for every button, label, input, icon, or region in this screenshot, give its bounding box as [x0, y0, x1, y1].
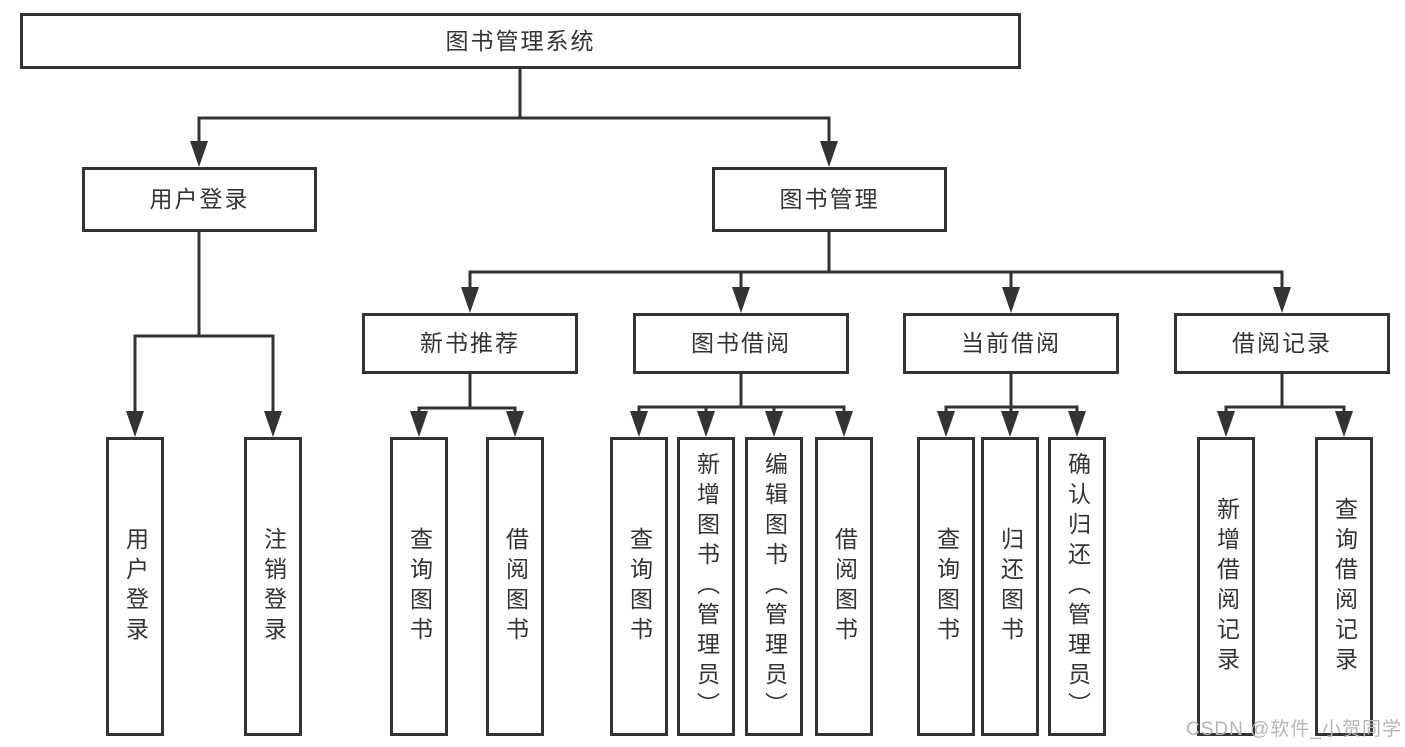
connector-current-borrowing-branch: [937, 374, 1086, 437]
leaf-current-query-books-label: 查询图书: [933, 526, 960, 647]
leaf-records-add-borrow-record-label: 新增借阅记录: [1213, 496, 1240, 677]
node-library-management-system: 图书管理系统: [20, 13, 1021, 69]
node-borrowing-records-label: 借阅记录: [1232, 330, 1332, 356]
leaf-borrowing-borrow-books: 借阅图书: [815, 437, 873, 736]
leaf-borrowing-add-books-admin-label: 新增图书（管理员）: [693, 451, 720, 722]
leaf-borrowing-edit-books-admin-label: 编辑图书（管理员）: [761, 451, 788, 722]
node-book-borrowing: 图书借阅: [633, 313, 849, 374]
leaf-current-return-books-label: 归还图书: [997, 526, 1024, 647]
leaf-current-confirm-return-admin-label: 确认归还（管理员）: [1064, 451, 1091, 722]
connector-borrowing-records-branch: [1217, 374, 1353, 437]
connector-root-to-level2: [190, 68, 838, 167]
node-new-book-recommend: 新书推荐: [362, 313, 578, 374]
leaf-records-query-borrow-record-label: 查询借阅记录: [1331, 496, 1358, 677]
leaf-borrowing-borrow-books-label: 借阅图书: [831, 526, 858, 647]
leaf-recommend-borrow-books: 借阅图书: [486, 437, 544, 736]
node-new-book-recommend-label: 新书推荐: [420, 330, 520, 356]
leaf-borrowing-add-books-admin: 新增图书（管理员）: [677, 437, 735, 736]
leaf-logout-label: 注销登录: [260, 526, 287, 647]
leaf-user-login: 用户登录: [106, 437, 164, 736]
leaf-borrowing-edit-books-admin: 编辑图书（管理员）: [745, 437, 803, 736]
connector-user-login-branch: [126, 232, 282, 437]
node-book-borrowing-label: 图书借阅: [691, 330, 791, 356]
node-user-login-label: 用户登录: [149, 186, 250, 212]
node-book-management-label: 图书管理: [779, 186, 880, 212]
leaf-user-login-label: 用户登录: [122, 526, 149, 647]
leaf-current-query-books: 查询图书: [917, 437, 975, 736]
leaf-borrowing-query-books: 查询图书: [610, 437, 668, 736]
node-book-management: 图书管理: [712, 167, 947, 232]
leaf-recommend-query-books: 查询图书: [390, 437, 448, 736]
leaf-borrowing-query-books-label: 查询图书: [626, 526, 653, 647]
leaf-recommend-borrow-books-label: 借阅图书: [502, 526, 529, 647]
connector-book-borrowing-branch: [630, 374, 853, 437]
node-user-login: 用户登录: [82, 167, 317, 232]
node-current-borrowing: 当前借阅: [903, 313, 1119, 374]
leaf-current-confirm-return-admin: 确认归还（管理员）: [1048, 437, 1106, 736]
connector-book-management-branch: [461, 232, 1291, 313]
node-current-borrowing-label: 当前借阅: [961, 330, 1061, 356]
csdn-watermark: CSDN @软件_小贺同学: [1186, 719, 1402, 740]
leaf-records-query-borrow-record: 查询借阅记录: [1315, 437, 1373, 736]
leaf-current-return-books: 归还图书: [981, 437, 1039, 736]
node-borrowing-records: 借阅记录: [1174, 313, 1390, 374]
node-library-management-system-label: 图书管理系统: [445, 27, 596, 54]
leaf-recommend-query-books-label: 查询图书: [406, 526, 433, 647]
connector-new-book-recommend-branch: [410, 374, 524, 437]
leaf-logout: 注销登录: [244, 437, 302, 736]
leaf-records-add-borrow-record: 新增借阅记录: [1197, 437, 1255, 736]
